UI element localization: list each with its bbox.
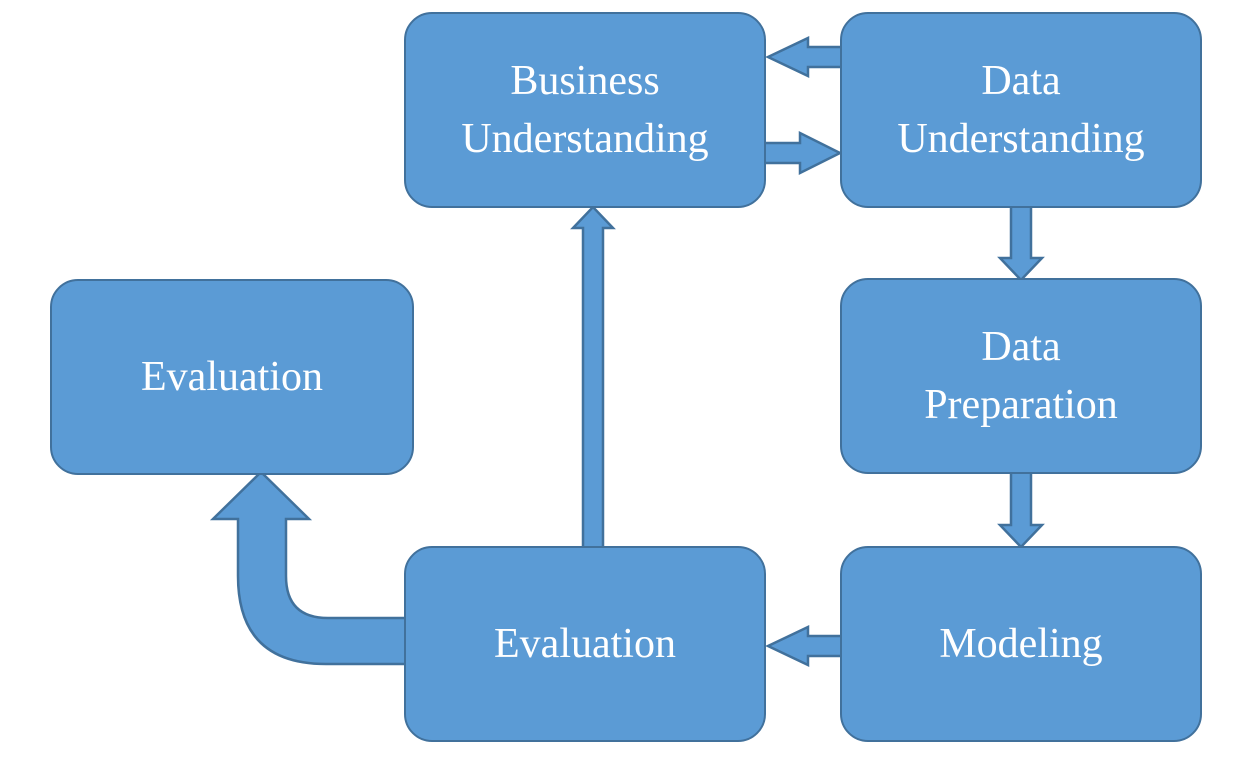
arrow-evaluation-to-evaluation-left: [209, 470, 408, 666]
evaluation-center-label: Evaluation: [494, 621, 676, 667]
data-understanding-box: Data Understanding: [840, 12, 1202, 208]
arrow-data-understanding-to-data-preparation: [997, 204, 1045, 282]
business-understanding-label-line2: Understanding: [461, 116, 709, 162]
evaluation-center-box: Evaluation: [404, 546, 766, 742]
evaluation-left-label: Evaluation: [141, 354, 323, 400]
modeling-label: Modeling: [939, 621, 1103, 667]
business-understanding-box: Business Understanding: [404, 12, 766, 208]
data-understanding-label-line1: Data: [981, 58, 1061, 104]
data-preparation-box: Data Preparation: [840, 278, 1202, 474]
data-preparation-label-line2: Preparation: [924, 382, 1118, 428]
arrow-business-understanding-to-data-understanding: [762, 130, 843, 176]
evaluation-left-box: Evaluation: [50, 279, 414, 475]
data-understanding-label-line2: Understanding: [897, 116, 1145, 162]
arrow-data-understanding-to-business-understanding: [765, 36, 844, 78]
arrow-evaluation-to-business-understanding: [570, 205, 616, 550]
modeling-box: Modeling: [840, 546, 1202, 742]
business-understanding-label-line1: Business: [510, 58, 660, 104]
arrow-modeling-to-evaluation: [765, 625, 844, 667]
arrow-data-preparation-to-modeling: [997, 470, 1045, 549]
data-preparation-label-line1: Data: [981, 324, 1061, 370]
